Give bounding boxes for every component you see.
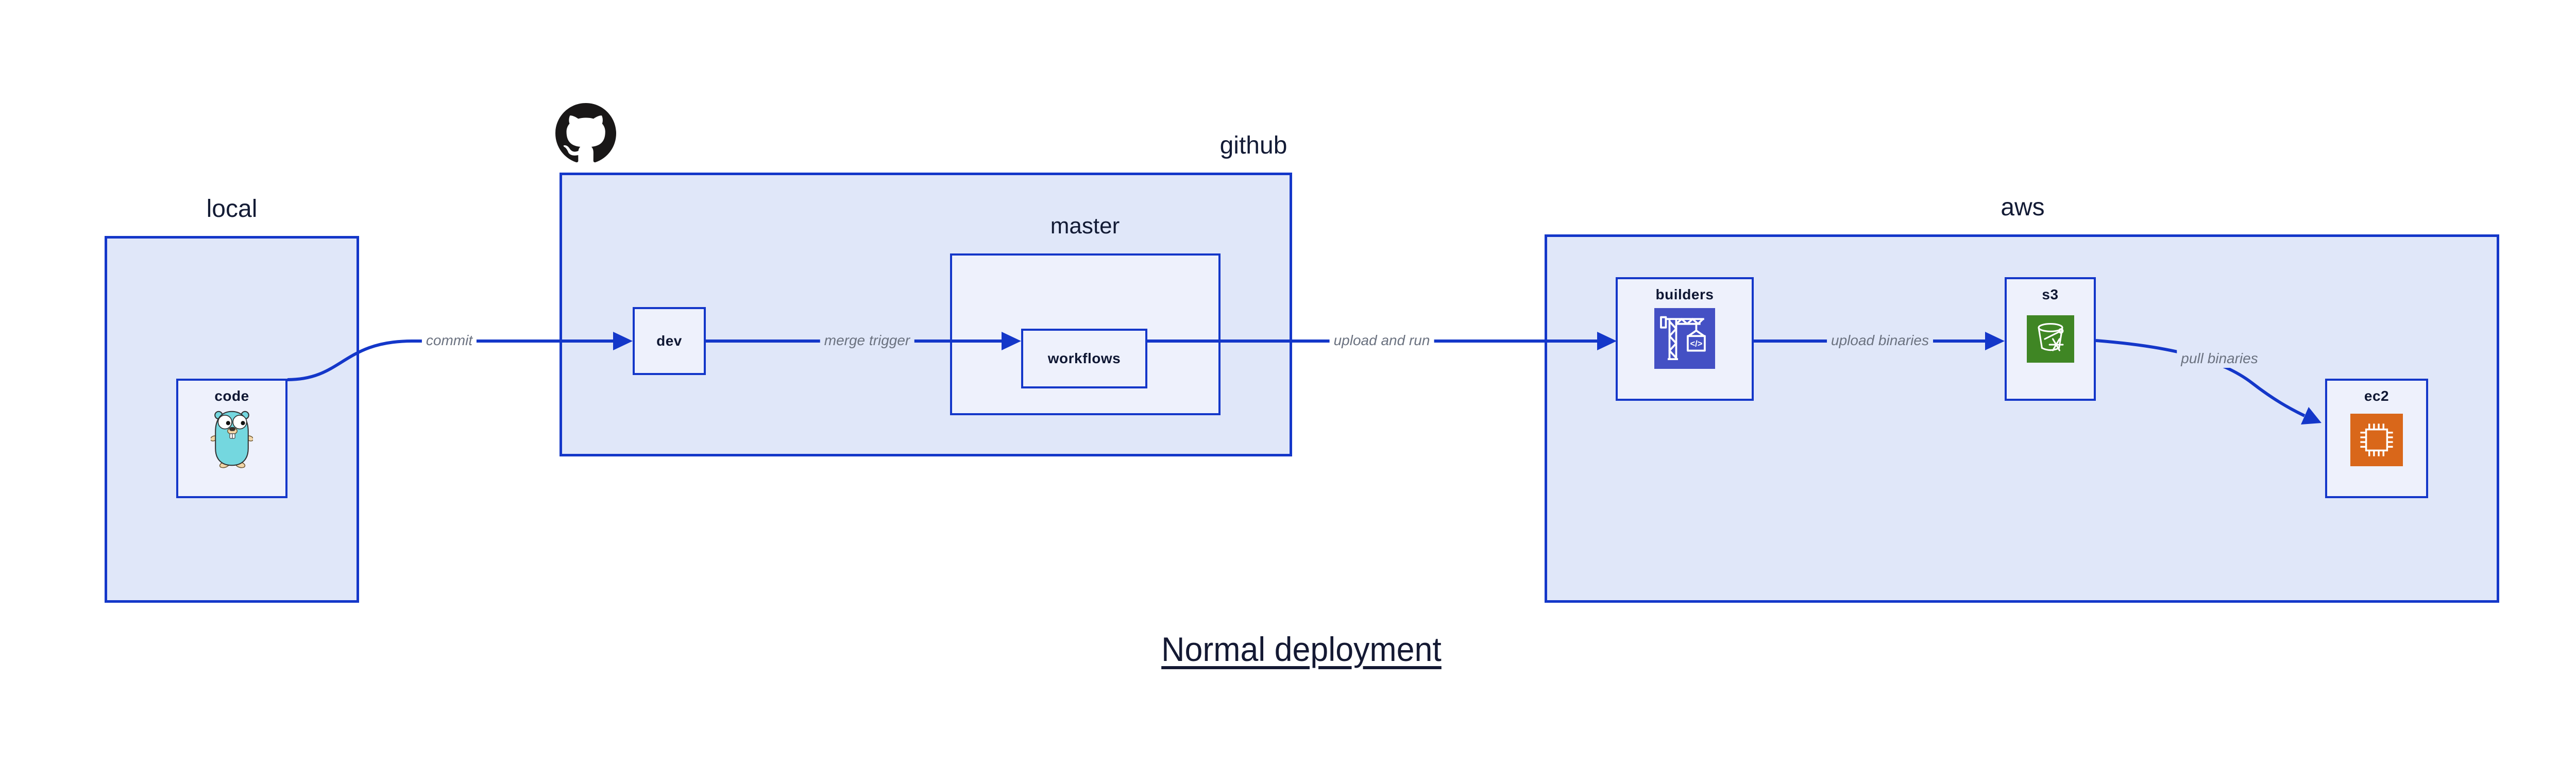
upload-and-run-arrow-label: upload and run [1329,331,1434,350]
builders-node: builders </> [1616,277,1754,401]
diagram-title: Normal deployment [1161,630,1442,668]
code-node: code [176,379,287,498]
ec2-chip-icon [2350,414,2403,466]
codebuild-crane-icon: </> [1654,308,1715,369]
dev-node-label: dev [656,333,682,349]
local-group-label: local [206,195,258,223]
s3-node: s3 [2005,277,2096,401]
merge-trigger-arrow-label: merge trigger [820,331,914,350]
workflows-node: workflows [1021,329,1147,388]
code-node-label: code [214,388,249,404]
s3-node-label: s3 [2042,286,2059,302]
aws-group-label: aws [2001,194,2045,221]
master-group-label: master [1050,213,1120,239]
ec2-node: ec2 [2325,379,2428,498]
go-gopher-icon [211,411,253,468]
ec2-node-label: ec2 [2364,388,2389,404]
upload-binaries-arrow-label: upload binaries [1827,331,1933,350]
octocat-icon [555,103,616,163]
github-group-label: github [1219,132,1287,159]
s3-bucket-snowflake-icon [2026,315,2074,363]
dev-node: dev [633,307,706,375]
crane-box-glyph: </> [1690,339,1702,348]
builders-node-label: builders [1655,286,1714,302]
workflows-node-label: workflows [1047,350,1121,366]
commit-arrow-label: commit [421,331,477,350]
pull-binaries-arrow-label: pull binaries [2177,349,2262,368]
